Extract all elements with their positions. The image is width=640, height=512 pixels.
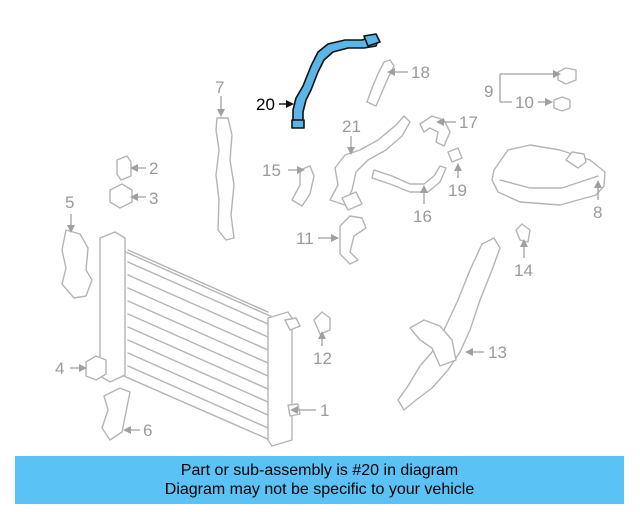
callout-labels: 1 2 3 4 5 6 7 8 9 10 11 12 13 14 15 16 1…	[55, 63, 602, 440]
shroud-strip	[215, 117, 235, 241]
highlighted-coolant-pipe	[291, 33, 381, 129]
callout-13: 13	[488, 343, 507, 362]
banner-line-part: Part or sub-assembly is #20 in diagram	[180, 462, 459, 479]
hose-11	[339, 215, 367, 265]
clamp-12	[313, 311, 331, 335]
callout-3: 3	[149, 189, 158, 208]
callout-17: 17	[459, 113, 478, 132]
expansion-tank	[491, 144, 606, 206]
cap-9	[557, 67, 577, 85]
radiator	[99, 231, 301, 447]
clamp-19	[447, 147, 463, 163]
hose-15	[291, 165, 315, 207]
callout-2: 2	[149, 159, 158, 178]
lower-hose-branch	[409, 319, 457, 367]
callout-11: 11	[296, 229, 314, 248]
leader-lines	[67, 68, 602, 434]
callout-14: 14	[514, 261, 533, 280]
callout-20-highlighted: 20	[256, 95, 275, 114]
lower-hose-13	[397, 237, 501, 411]
info-banner: Part or sub-assembly is #20 in diagram D…	[15, 456, 624, 504]
sensor-2	[116, 155, 132, 181]
clamp-14	[515, 223, 531, 243]
callout-18: 18	[411, 63, 430, 82]
callout-1: 1	[320, 401, 329, 420]
callout-15: 15	[262, 161, 281, 180]
callout-10: 10	[515, 93, 534, 112]
callout-9: 9	[484, 82, 493, 101]
callout-6: 6	[143, 421, 152, 440]
callout-5: 5	[65, 193, 74, 212]
callout-19: 19	[448, 181, 467, 200]
bracket-5	[61, 229, 93, 299]
bracket-3	[109, 183, 133, 209]
bracket-6	[101, 387, 131, 441]
cap-10	[553, 96, 571, 112]
callout-8: 8	[593, 203, 602, 222]
banner-line-disclaimer: Diagram may not be specific to your vehi…	[164, 481, 475, 498]
callout-7: 7	[215, 78, 224, 97]
small-hose-18	[366, 59, 395, 107]
parts-diagram: 1 2 3 4 5 6 7 8 9 10 11 12 13 14 15 16 1…	[55, 33, 606, 447]
callout-16: 16	[413, 207, 432, 226]
mount-4	[85, 355, 107, 381]
callout-12: 12	[313, 349, 332, 368]
flange-port	[341, 191, 363, 211]
hose-17	[419, 115, 451, 147]
callout-4: 4	[55, 359, 64, 378]
callout-21: 21	[342, 117, 361, 136]
hose-16	[371, 165, 447, 193]
coolant-flange	[329, 115, 411, 206]
